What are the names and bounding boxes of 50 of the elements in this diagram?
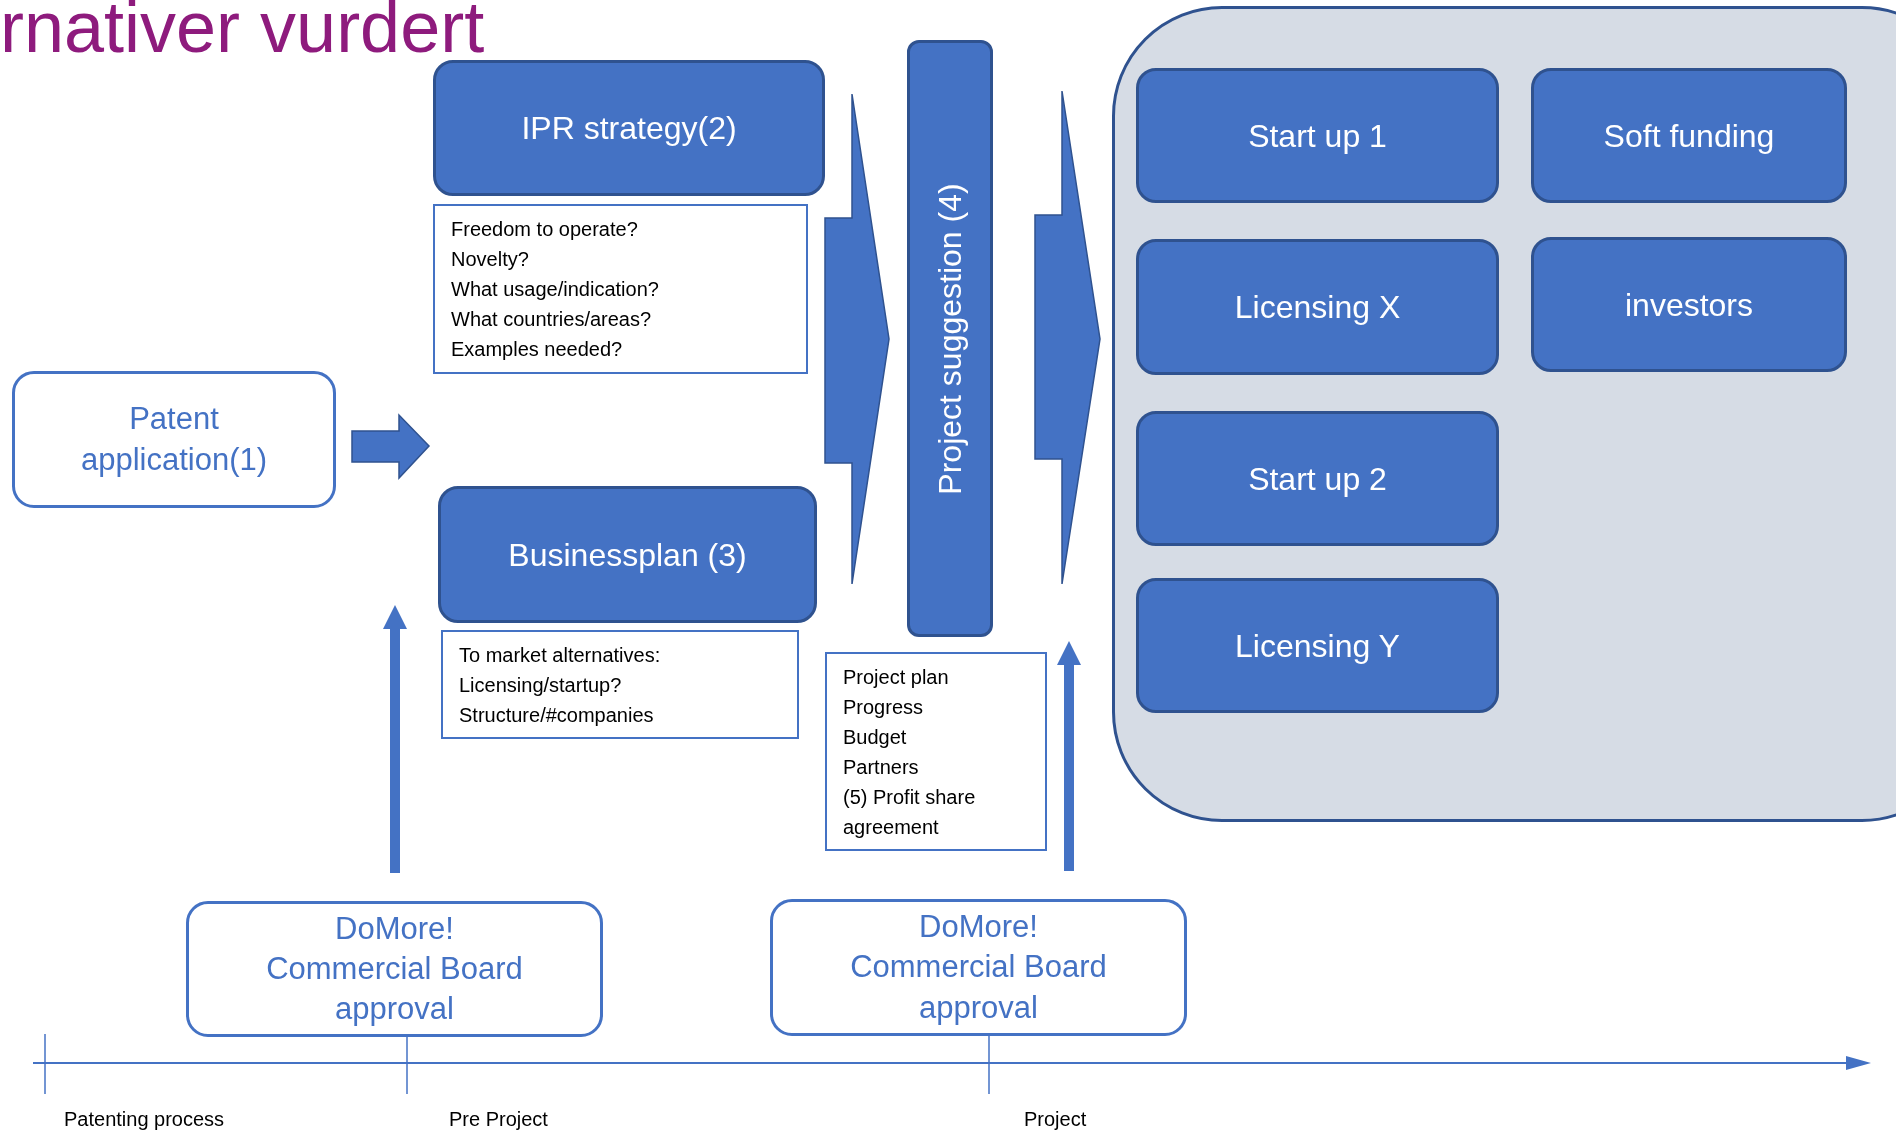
note-text: Freedom to operate? xyxy=(451,217,639,242)
note-box xyxy=(441,630,799,739)
process-box xyxy=(1136,239,1499,375)
box-label: Soft funding xyxy=(1603,116,1775,156)
note-text: Partners xyxy=(843,754,920,780)
phase-label: Project xyxy=(1024,1107,1087,1132)
note-text: Progress xyxy=(843,694,925,720)
process-box xyxy=(1531,237,1847,372)
note-box xyxy=(433,204,808,374)
process-bar xyxy=(907,40,993,637)
group-panel xyxy=(1112,6,1896,822)
note-text: Structure/#companies xyxy=(459,702,655,728)
note-text: Novelty? xyxy=(451,247,530,272)
title: rnativer vurdert xyxy=(0,0,485,69)
block-arrow xyxy=(1034,90,1101,585)
block-arrow xyxy=(351,413,431,480)
box-label: DoMore! Commercial Board approval xyxy=(265,909,524,1029)
note-text: To market alternatives: xyxy=(459,642,662,668)
phase-label: Pre Project xyxy=(449,1107,548,1132)
rounded-box xyxy=(12,371,336,508)
process-box xyxy=(438,486,817,623)
process-box xyxy=(1531,68,1847,203)
note-text: What usage/indication? xyxy=(451,277,660,302)
process-box xyxy=(433,60,825,196)
rounded-box xyxy=(770,899,1187,1036)
box-label: Businessplan (3) xyxy=(508,535,747,575)
note-text: What countries/areas? xyxy=(451,307,653,332)
block-arrow xyxy=(824,93,890,585)
process-box xyxy=(1136,578,1499,713)
phase-label: Patenting process xyxy=(64,1107,225,1132)
box-label: investors xyxy=(1624,285,1753,325)
box-label: Licensing Y xyxy=(1235,626,1400,666)
process-box xyxy=(1136,411,1499,546)
note-text: (5) Profit share agreement xyxy=(843,784,977,840)
note-box xyxy=(825,652,1047,851)
box-label: Project suggestion (4) xyxy=(931,182,969,495)
box-label: Licensing X xyxy=(1234,288,1401,327)
box-label: Start up 1 xyxy=(1248,116,1387,156)
note-text: Examples needed? xyxy=(451,337,624,362)
box-label: DoMore! Commercial Board approval xyxy=(849,908,1108,1027)
process-box xyxy=(1136,68,1499,203)
box-label: IPR strategy(2) xyxy=(521,109,737,148)
note-text: Project plan xyxy=(843,664,950,690)
rounded-box xyxy=(186,901,603,1037)
box-label: Start up 2 xyxy=(1248,459,1387,499)
arrow xyxy=(383,605,407,873)
note-text: Licensing/startup? xyxy=(459,672,623,698)
arrow xyxy=(1057,641,1081,871)
note-text: Budget xyxy=(843,724,908,750)
box-label: Patent application(1) xyxy=(79,400,269,479)
